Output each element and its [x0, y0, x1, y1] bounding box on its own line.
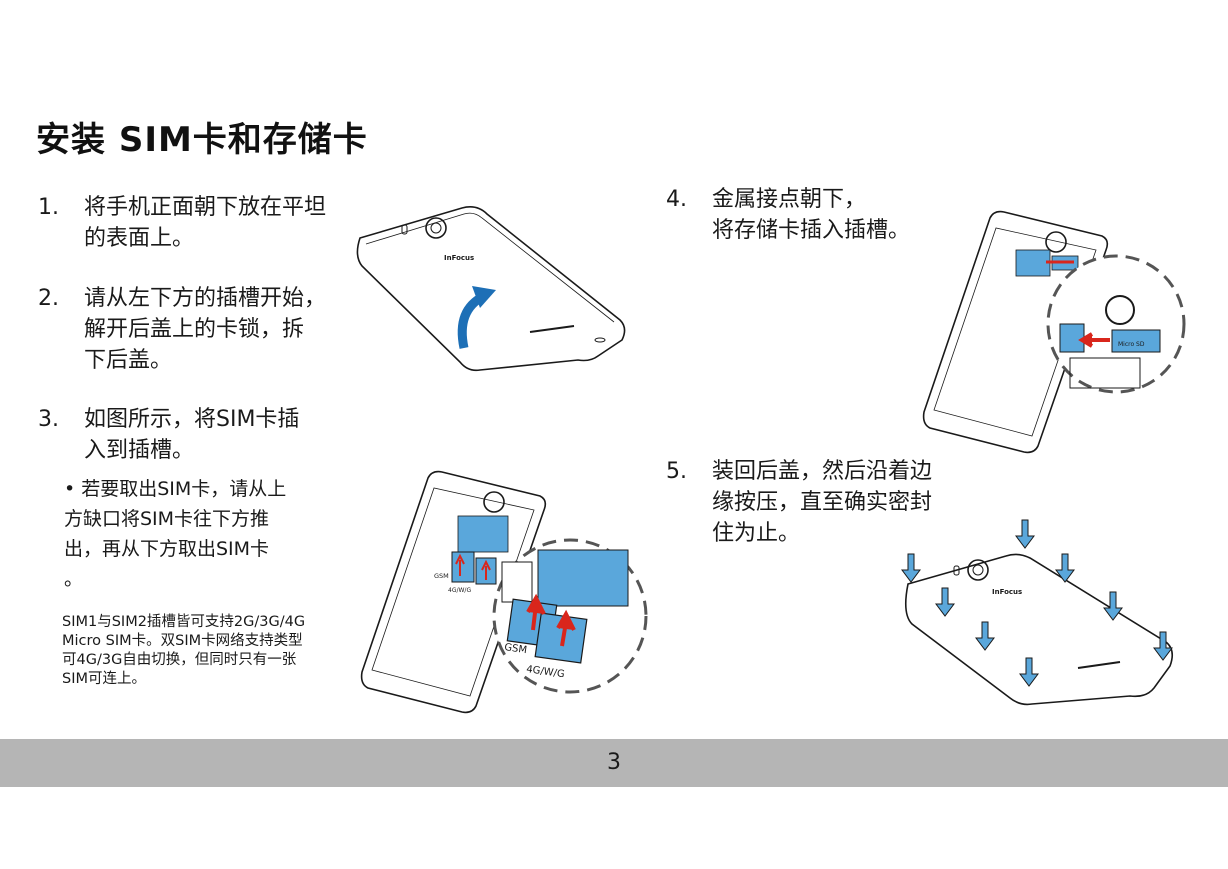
- reattach-cover-figure: InFocus: [901, 519, 1174, 706]
- press-arrows: [901, 519, 1173, 687]
- step-2: 2. 请从左下方的插槽开始， 解开后盖上的卡锁，拆 下后盖。: [38, 283, 368, 383]
- step-4-number: 4.: [666, 187, 687, 212]
- page-number: 3: [607, 750, 621, 775]
- step-3: 3. 如图所示，将SIM卡插 入到插槽。: [38, 404, 368, 474]
- step-4-text: 金属接点朝下， 将存储卡插入插槽。: [712, 187, 911, 243]
- step-1: 1. 将手机正面朝下放在平坦 的表面上。: [38, 192, 368, 262]
- gsm-label: GSM: [504, 642, 528, 656]
- step-2-text: 请从左下方的插槽开始， 解开后盖上的卡锁，拆 下后盖。: [84, 286, 327, 373]
- remove-back-cover-figure: InFocus: [356, 206, 626, 372]
- remove-sim-tip: • 若要取出SIM卡，请从上 方缺口将SIM卡往下方推 出，再从下方取出SIM卡…: [64, 478, 287, 590]
- sim-support-note: SIM1与SIM2插槽皆可支持2G/3G/4G Micro SIM卡。双SIM卡…: [62, 614, 306, 687]
- 4g-label: 4G/W/G: [526, 664, 566, 680]
- step-3-number: 3.: [38, 407, 59, 432]
- step-3-text: 如图所示，将SIM卡插 入到插槽。: [84, 407, 300, 463]
- page-title: 安装 SIM卡和存储卡: [36, 120, 368, 160]
- brand-logo-2: InFocus: [992, 588, 1022, 596]
- 4g-label-small: 4G/W/G: [448, 587, 471, 594]
- micro-sd-label: Micro SD: [1118, 341, 1145, 348]
- step-2-number: 2.: [38, 286, 59, 311]
- step-1-text: 将手机正面朝下放在平坦 的表面上。: [84, 195, 327, 251]
- step-5-text: 装回后盖，然后沿着边 缘按压，直至确实密封 住为止。: [712, 459, 933, 546]
- sim-insert-figure: GSM 4G/W/G GSM 4G/W/G: [360, 470, 648, 714]
- memory-card-insert-figure: Micro SD: [922, 210, 1186, 454]
- footer-bar: [0, 739, 1228, 787]
- step-4: 4. 金属接点朝下， 将存储卡插入插槽。: [666, 184, 966, 254]
- step-5-number: 5.: [666, 459, 687, 484]
- step-1-number: 1.: [38, 195, 59, 220]
- brand-logo-1: InFocus: [444, 254, 474, 262]
- gsm-label-small: GSM: [434, 572, 449, 580]
- step-5: 5. 装回后盖，然后沿着边 缘按压，直至确实密封 住为止。: [666, 456, 986, 556]
